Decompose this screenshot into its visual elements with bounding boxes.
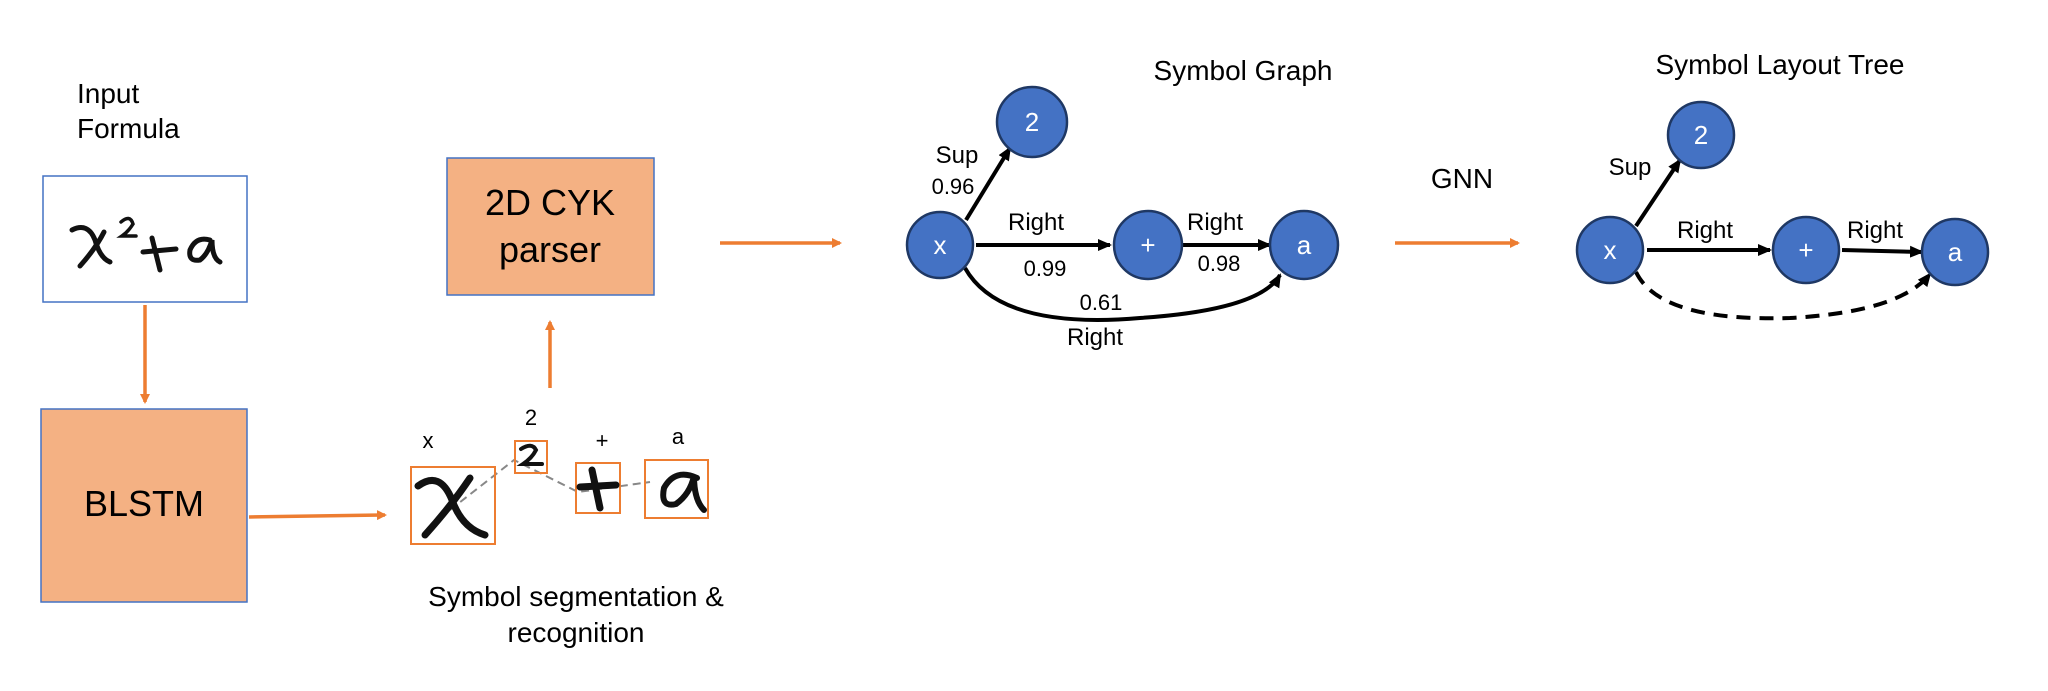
seg-symbol-2: 2 (525, 405, 537, 430)
segmentation-panel: x 2 + a Symbol segmentation & recognitio… (410, 405, 724, 648)
tree-node-x: x (1575, 215, 1645, 285)
input-title-line2: Formula (77, 113, 180, 144)
svg-text:a: a (1948, 237, 1963, 267)
tree-edge-right1-label: Right (1677, 217, 1733, 244)
tree-edge-sup-label: Sup (1609, 154, 1652, 181)
graph-edge-sup-label: Sup (936, 142, 979, 169)
graph-node-a: a (1268, 209, 1340, 281)
graph-edge-right1-score: 0.99 (1024, 256, 1067, 281)
symbol-graph-title: Symbol Graph (1154, 55, 1333, 86)
graph-edge-right1-label: Right (1008, 209, 1064, 236)
seg-caption-line2: recognition (508, 617, 645, 648)
handwritten-formula-image (69, 216, 223, 273)
seg-caption-line1: Symbol segmentation & (428, 581, 724, 612)
symbol-graph: Symbol Graph Sup 0.96 Right 0.99 Right 0… (905, 55, 1340, 351)
graph-edge-right2-label: Right (1187, 209, 1243, 236)
seg-box-a (644, 459, 709, 519)
layout-tree-title: Symbol Layout Tree (1655, 49, 1904, 80)
graph-edge-sup-score: 0.96 (932, 174, 975, 199)
seg-box-plus (575, 462, 621, 514)
symbol-layout-tree: Symbol Layout Tree Sup Right Right x 2 +… (1575, 49, 1990, 321)
graph-edge-right3-label: Right (1067, 324, 1123, 351)
tree-node-plus: + (1771, 215, 1841, 285)
graph-edge-right-x-a (963, 267, 1282, 322)
gnn-label: GNN (1431, 163, 1493, 194)
tree-node-a: a (1920, 217, 1990, 287)
seg-symbol-x: x (423, 428, 434, 453)
tree-node-2: 2 (1666, 100, 1736, 170)
input-title-line1: Input (77, 78, 139, 109)
graph-node-2: 2 (995, 85, 1069, 159)
tree-edge-right2-label: Right (1847, 217, 1903, 244)
segmented-handwriting-image (414, 443, 707, 539)
svg-text:a: a (1297, 230, 1312, 260)
seg-symbol-plus: + (596, 428, 609, 453)
graph-edge-right2-score: 0.98 (1198, 251, 1241, 276)
tree-edge-sup (1634, 158, 1682, 228)
input-formula-box (42, 175, 248, 303)
svg-text:2: 2 (1694, 120, 1708, 150)
svg-text:+: + (1140, 230, 1155, 260)
seg-box-2 (514, 440, 548, 474)
tree-edge-dashed-x-a (1634, 271, 1932, 321)
graph-node-x: x (905, 210, 975, 280)
graph-node-plus: + (1112, 209, 1184, 281)
graph-edge-right3-score: 0.61 (1080, 290, 1123, 315)
blstm-box: BLSTM (40, 408, 248, 603)
seg-box-x (410, 466, 496, 545)
parser-label-line2: parser (499, 229, 601, 270)
parser-label-line1: 2D CYK (485, 182, 615, 223)
svg-text:x: x (1604, 235, 1617, 265)
parser-box: 2D CYK parser (446, 157, 655, 296)
svg-text:x: x (934, 230, 947, 260)
arrow-blstm-to-segmentation (248, 510, 387, 521)
tree-edge-right-plus-a (1841, 245, 1924, 258)
svg-text:2: 2 (1025, 107, 1039, 137)
blstm-label: BLSTM (84, 483, 204, 524)
graph-edge-sup (964, 146, 1012, 222)
svg-text:+: + (1798, 235, 1813, 265)
seg-symbol-a: a (672, 424, 685, 449)
